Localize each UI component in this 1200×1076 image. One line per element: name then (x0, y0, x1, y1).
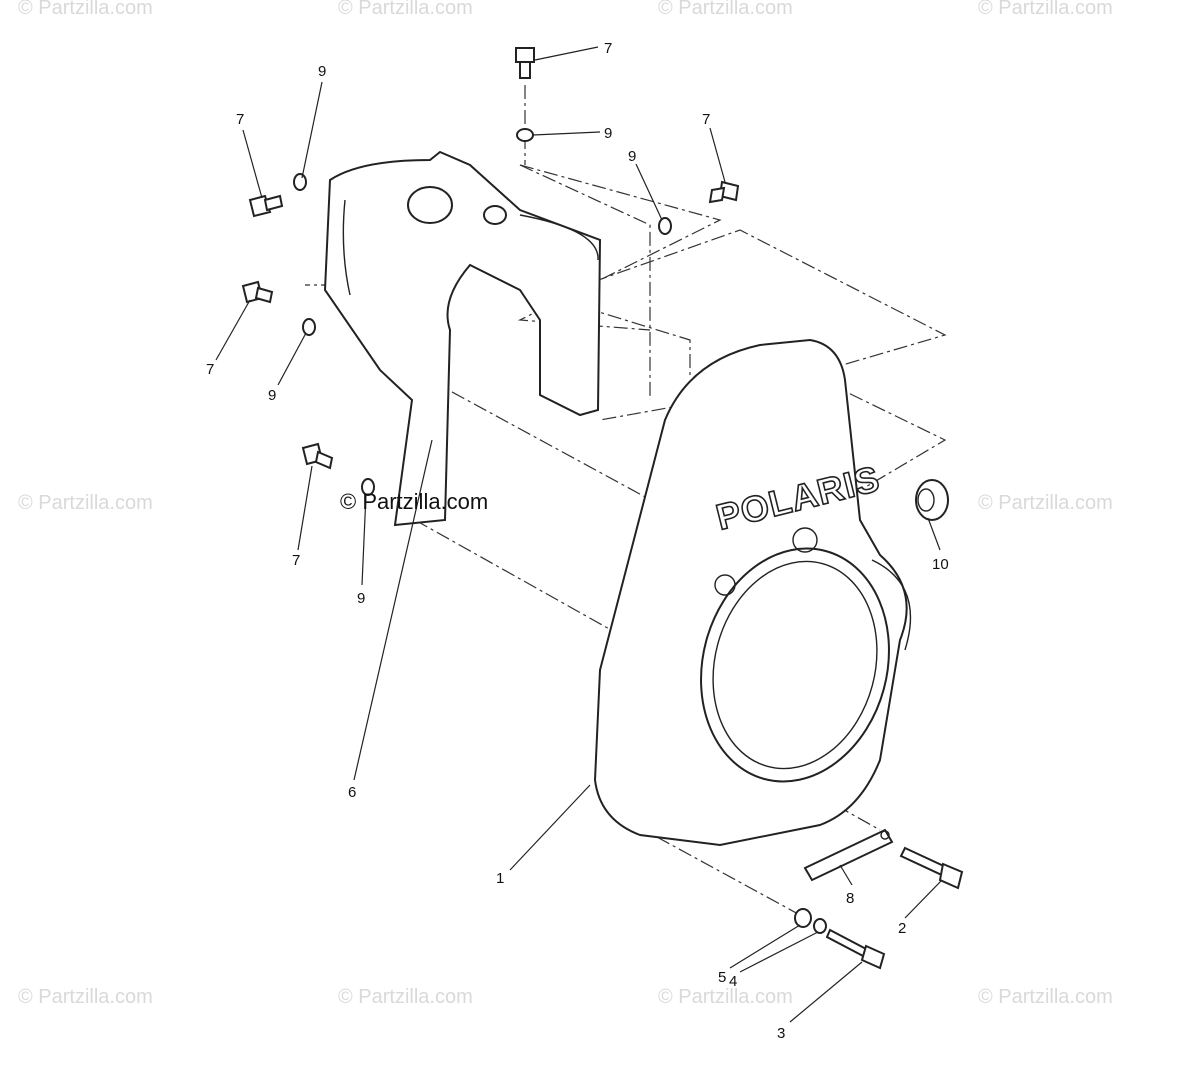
watermark-bot-2: © Partzilla.com (338, 986, 473, 1008)
leader-9-low (361, 493, 367, 586)
callout-6: 6 (348, 784, 356, 801)
watermark-bot-1: © Partzilla.com (18, 986, 153, 1008)
leader-7-low (297, 465, 313, 551)
leader-2 (904, 879, 943, 919)
leader-1 (509, 784, 591, 871)
strap-hole (880, 830, 890, 840)
leader-9-top (532, 131, 601, 136)
watermark-bot-4: © Partzilla.com (978, 986, 1113, 1008)
callout-9-top: 9 (604, 125, 612, 142)
leader-4 (739, 931, 819, 973)
callout-3: 3 (777, 1025, 785, 1042)
bolt-3-shank (825, 928, 870, 959)
shroud-edge (342, 199, 351, 296)
leader-3 (789, 961, 863, 1023)
watermark-top-1: © Partzilla.com (18, 0, 153, 19)
leader-10 (927, 517, 941, 551)
leader-6 (353, 439, 433, 781)
bolt-7-left-shank (263, 194, 284, 212)
grommet-outer (915, 479, 949, 521)
shroud-hole-small (483, 205, 507, 225)
watermark-top-2: © Partzilla.com (338, 0, 473, 19)
callout-2: 2 (898, 920, 906, 937)
grommet-part-10 (915, 479, 949, 521)
callout-10: 10 (932, 556, 949, 573)
bolt-part-2 (899, 846, 964, 890)
leader-7-mid (215, 299, 251, 361)
bolts-part-7 (241, 47, 740, 470)
leader-9-mid (277, 332, 307, 386)
upper-shroud-body (323, 150, 602, 527)
callout-9-mid: 9 (268, 387, 276, 404)
callout-4: 4 (729, 973, 737, 990)
leader-5 (729, 924, 801, 969)
assembly-line-7 (414, 519, 621, 636)
callout-7-top: 7 (604, 40, 612, 57)
washer-9-low (361, 478, 375, 496)
assembly-line-1 (517, 164, 722, 331)
assembly-line-3 (569, 229, 947, 421)
shroud-flange (519, 214, 599, 261)
leader-7-left (242, 129, 263, 199)
blower-housing-part-1: POLARIS (593, 338, 912, 847)
assembly-line-10 (634, 824, 801, 916)
leader-7-right (709, 127, 726, 183)
callout-5: 5 (718, 969, 726, 986)
shroud-hole-large (407, 186, 453, 224)
bolt-7-top-shank (519, 61, 531, 79)
callouts: 7 9 7 9 7 9 7 9 7 9 6 1 8 2 5 4 3 10 (206, 40, 949, 1042)
callout-9-left: 9 (318, 63, 326, 80)
housing-side-flange (871, 559, 912, 651)
leader-8 (839, 864, 853, 886)
housing-blower-opening (700, 547, 890, 783)
washer-part-5 (794, 908, 812, 928)
callout-7-left: 7 (236, 111, 244, 128)
lock-washer-part-4 (813, 918, 827, 934)
leader-lines (215, 46, 943, 1023)
watermark-mid-1: © Partzilla.com (18, 492, 153, 514)
leader-7-top (534, 46, 599, 61)
washers-part-9 (293, 128, 672, 496)
bolt-7-right-shank (708, 186, 726, 204)
callout-7-right: 7 (702, 111, 710, 128)
leader-9-right (635, 163, 663, 221)
washer-9-left (293, 173, 307, 191)
assembly-line-2 (519, 164, 651, 400)
bolt-7-mid-shank (254, 286, 274, 304)
bolt-7-low-shank (314, 450, 334, 470)
washer-9-mid (302, 318, 316, 336)
watermarks: © Partzilla.com © Partzilla.com © Partzi… (18, 0, 1113, 1008)
strap-part-8 (803, 828, 894, 882)
callout-7-mid: 7 (206, 361, 214, 378)
bolt-3-head (860, 944, 886, 970)
leader-9-left (301, 81, 323, 179)
watermark-center: © Partzilla.com (340, 489, 488, 514)
washer-9-top (516, 128, 534, 142)
washer-9-right (658, 217, 672, 235)
housing-boss-2 (714, 574, 736, 596)
watermark-top-4: © Partzilla.com (978, 0, 1113, 19)
callout-9-right: 9 (628, 148, 636, 165)
strap-body (803, 828, 894, 882)
upper-shroud-part-6 (323, 150, 602, 527)
assembly-line-5 (429, 379, 661, 506)
housing-blower-ring (712, 560, 878, 770)
watermark-bot-3: © Partzilla.com (658, 986, 793, 1008)
bolt-7-top-head (515, 47, 535, 63)
fastener-stack (794, 908, 886, 970)
bolt-2-head (938, 862, 964, 890)
callout-7-low: 7 (292, 552, 300, 569)
callout-9-low: 9 (357, 590, 365, 607)
housing-boss-1 (792, 527, 818, 553)
callout-8: 8 (846, 890, 854, 907)
grommet-inner (917, 488, 935, 512)
callout-1: 1 (496, 870, 504, 887)
watermark-top-3: © Partzilla.com (658, 0, 793, 19)
watermark-mid-4: © Partzilla.com (978, 492, 1113, 514)
